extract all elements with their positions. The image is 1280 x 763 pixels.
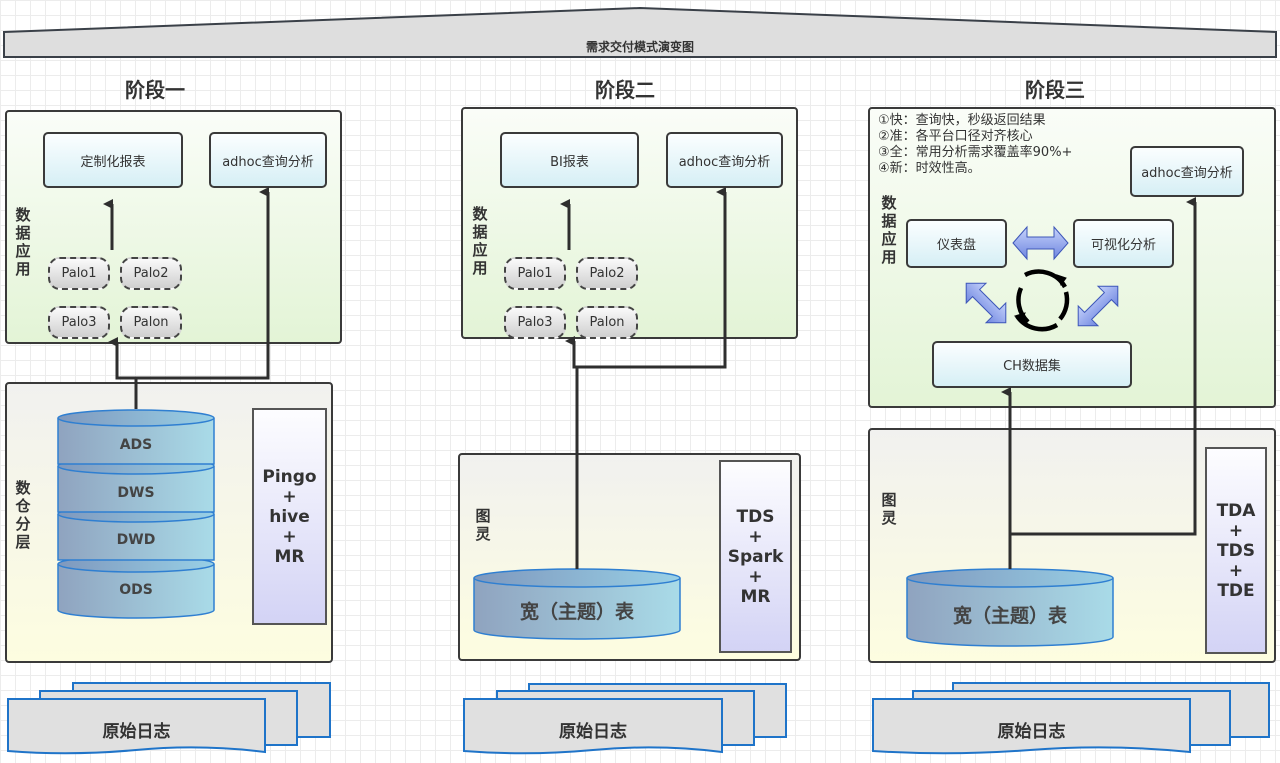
stage-2-engine-box[interactable]: TDS + Spark + MR: [719, 460, 792, 653]
stage-2-adhoc-query-box[interactable]: adhoc查询分析: [666, 132, 783, 188]
stage-2-palo-node-3[interactable]: Palo3: [504, 306, 566, 339]
stage-3-raw-log-label: 原始日志: [997, 722, 1066, 742]
stage-2-title: 阶段二: [595, 78, 655, 102]
engine-line: MR: [274, 546, 305, 567]
note-item: ①快：查询快，秒级返回结果: [878, 113, 1046, 128]
stage-3-notes: ①快：查询快，秒级返回结果 ②准：各平台口径对齐核心 ③全：常用分析需求覆盖率9…: [878, 113, 1072, 177]
stage-2-storage-layer-label: 图灵: [475, 507, 491, 543]
stage-1-engine-box[interactable]: Pingo + hive + MR: [252, 408, 327, 625]
stage-1-palo-node-1[interactable]: Palo1: [48, 257, 110, 290]
engine-line: TDA: [1216, 500, 1256, 521]
layer-label-dws: DWS: [117, 485, 155, 501]
engine-line: TDS: [1217, 540, 1255, 561]
stage-2-palo-node-n[interactable]: Palon: [576, 306, 638, 339]
engine-line: TDE: [1217, 580, 1255, 601]
engine-line: MR: [740, 586, 771, 607]
stage-2-raw-log-label: 原始日志: [559, 722, 627, 742]
engine-line: hive: [269, 506, 310, 527]
note-item: ③全：常用分析需求覆盖率90%+: [878, 145, 1073, 160]
engine-line: Pingo: [262, 466, 317, 487]
stage-3-adhoc-query-box[interactable]: adhoc查询分析: [1130, 146, 1244, 197]
engine-line: +: [1228, 520, 1244, 541]
stage-3-wide-table-label: 宽（主题）表: [952, 605, 1067, 627]
engine-line: +: [1228, 560, 1244, 581]
stage-3-app-layer-label: 数据应用: [881, 194, 897, 266]
stage-2-app-layer-label: 数据应用: [472, 205, 488, 277]
engine-line: +: [282, 486, 297, 507]
layer-label-ods: ODS: [119, 582, 153, 598]
engine-line: TDS: [736, 506, 775, 527]
engine-line: +: [748, 526, 763, 547]
stage-2-bi-report-box[interactable]: BI报表: [500, 132, 639, 188]
stage-3-title: 阶段三: [1025, 78, 1085, 102]
stage-1-app-layer-label: 数据应用: [15, 206, 31, 278]
stage-3-engine-box[interactable]: TDA + TDS + TDE: [1205, 447, 1267, 654]
stage-1-storage-layer-label: 数仓分层: [15, 479, 31, 551]
diagram-title: 需求交付模式演变图: [585, 40, 694, 54]
note-item: ④新：时效性高。: [878, 161, 981, 176]
stage-1-raw-log-label: 原始日志: [102, 722, 171, 742]
stage-1-palo-node-n[interactable]: Palon: [120, 306, 182, 339]
layer-label-dwd: DWD: [116, 532, 156, 548]
layer-label-ads: ADS: [119, 437, 153, 453]
stage-3-storage-layer-label: 图灵: [881, 491, 897, 527]
engine-line: +: [748, 566, 763, 587]
banner-shape: [3, 6, 1277, 58]
title-banner: [3, 6, 1277, 58]
engine-line: Spark: [727, 546, 784, 567]
stage-1-title: 阶段一: [125, 78, 185, 102]
stage-1-palo-node-2[interactable]: Palo2: [120, 257, 182, 290]
stage-1-palo-node-3[interactable]: Palo3: [48, 306, 110, 339]
engine-line: +: [282, 526, 297, 547]
stage-2-wide-table-label: 宽（主题）表: [519, 601, 634, 623]
stage-3-dashboard-box[interactable]: 仪表盘: [906, 219, 1007, 268]
stage-2-palo-node-2[interactable]: Palo2: [576, 257, 638, 290]
stage-1-adhoc-query-box[interactable]: adhoc查询分析: [209, 132, 327, 188]
stage-3-visual-analysis-box[interactable]: 可视化分析: [1073, 219, 1174, 268]
stage-2-palo-node-1[interactable]: Palo1: [504, 257, 566, 290]
stage-1-custom-report-box[interactable]: 定制化报表: [43, 132, 183, 188]
stage-3-ch-dataset-box[interactable]: CH数据集: [932, 341, 1132, 388]
note-item: ②准：各平台口径对齐核心: [878, 129, 1033, 144]
